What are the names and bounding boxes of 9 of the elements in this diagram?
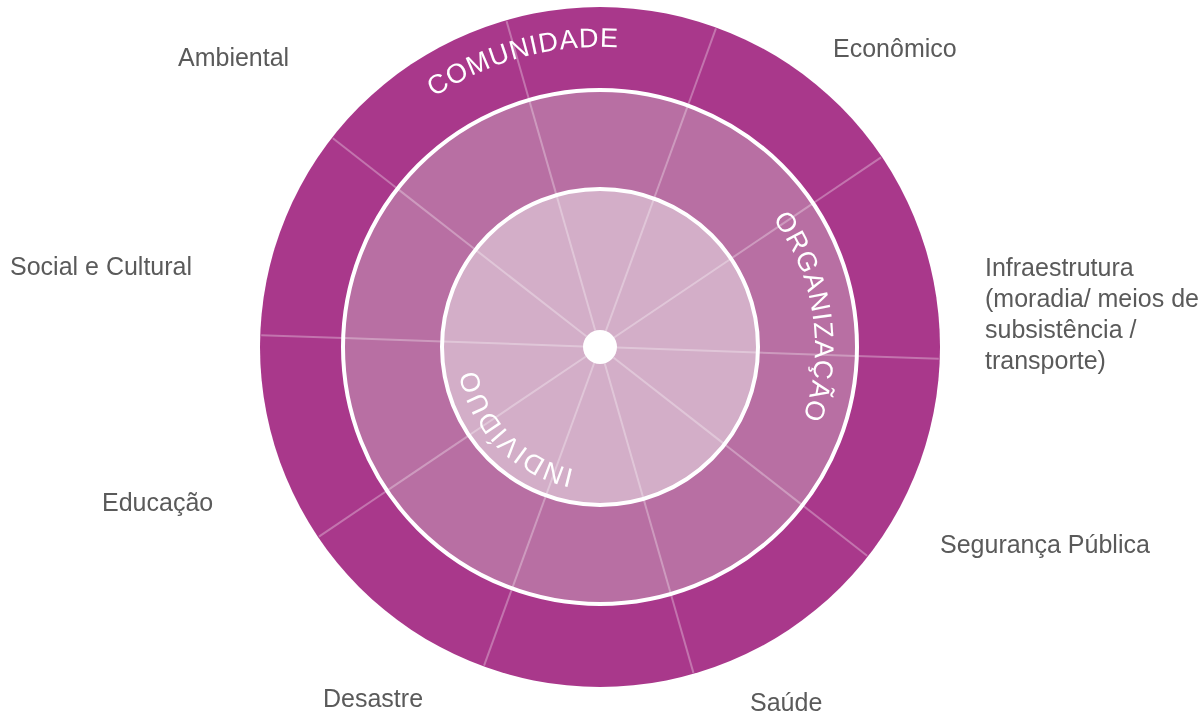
sector-label: Saúde: [750, 687, 823, 715]
sector-label: Infraestrutura (moradia/ meios de subsistência / transporte): [985, 252, 1200, 376]
sector-label: Educação: [102, 487, 214, 518]
sector-label: Segurança Pública: [940, 529, 1150, 560]
sector-label: Econômico: [833, 33, 957, 64]
sector-label: Desastre: [323, 683, 424, 714]
center-dot: [583, 330, 617, 364]
sector-label: Social e Cultural: [10, 251, 193, 282]
sector-label: Ambiental: [178, 42, 290, 73]
